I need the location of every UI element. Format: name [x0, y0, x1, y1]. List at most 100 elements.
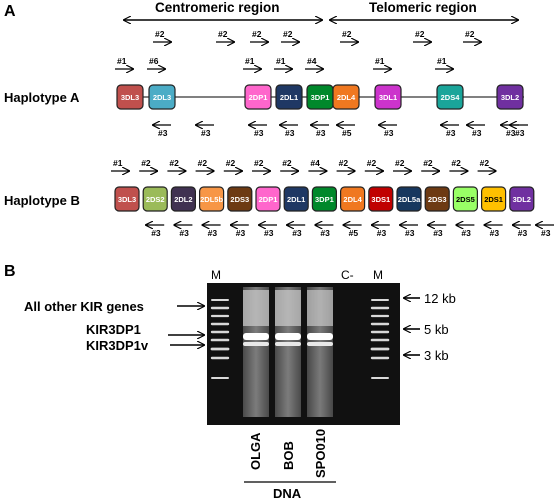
haplotype-b-rev-primer: #3: [513, 225, 531, 238]
svg-text:#3: #3: [446, 128, 456, 138]
svg-text:2DL1: 2DL1: [280, 93, 298, 102]
haplotype-a-fwd-primer: #1: [373, 56, 391, 69]
haplotype-b-gene-2dl4: 2DL4: [340, 186, 366, 212]
haplotype-b-fwd-primer: #2: [195, 158, 214, 171]
svg-text:#2: #2: [282, 158, 292, 168]
band-label-kir3dp1v: KIR3DP1v: [86, 338, 149, 353]
haplotype-b-fwd-primer: #2: [336, 158, 355, 171]
haplotype-b-title: Haplotype B: [4, 193, 80, 208]
haplotype-a-gene-2ds4: 2DS4: [436, 84, 464, 110]
svg-text:2DL5b: 2DL5b: [200, 195, 223, 204]
haplotype-a-gene-2dp1: 2DP1: [244, 84, 272, 110]
panel-b-label: B: [4, 263, 16, 280]
svg-text:3DL3: 3DL3: [118, 195, 136, 204]
svg-text:#2: #2: [283, 29, 293, 39]
haplotype-a-extra-rev-primer: #3: [196, 125, 214, 138]
svg-text:#3: #3: [201, 128, 211, 138]
haplotype-b-gene-3dp1: 3DP1: [311, 186, 337, 212]
svg-text:3DL2: 3DL2: [513, 195, 531, 204]
haplotype-a-top-primer: #2: [153, 29, 171, 42]
svg-text:3DS1: 3DS1: [371, 195, 390, 204]
svg-text:#3: #3: [179, 228, 189, 238]
haplotype-b-gene-2ds3: 2DS3: [227, 186, 253, 212]
haplotype-b-fwd-primer: #2: [223, 158, 242, 171]
svg-text:3DP1: 3DP1: [315, 195, 334, 204]
haplotype-b-trailing-rev-primer: #3: [536, 225, 554, 238]
svg-text:2DP1: 2DP1: [259, 195, 278, 204]
haplotype-b-rev-primer: #3: [259, 225, 277, 238]
svg-text:#5: #5: [349, 228, 359, 238]
haplotype-b-gene-2dl2: 2DL2: [170, 186, 196, 212]
haplotype-b-gene-2dl5b: 2DL5b: [199, 186, 225, 212]
svg-text:#3: #3: [208, 228, 218, 238]
svg-text:#2: #2: [451, 158, 461, 168]
svg-text:#2: #2: [218, 29, 228, 39]
haplotype-a-fwd-primer: #1: [115, 56, 133, 69]
haplotype-a-top-primer: #2: [281, 29, 299, 42]
haplotype-a-title: Haplotype A: [4, 90, 80, 105]
svg-text:#2: #2: [339, 158, 349, 168]
svg-text:2DS3: 2DS3: [428, 195, 447, 204]
marker-ladder-left: [210, 299, 230, 379]
svg-text:#2: #2: [465, 29, 475, 39]
haplotype-a-gene-2dl3: 2DL3: [148, 84, 176, 110]
svg-text:#3: #3: [316, 128, 326, 138]
haplotype-a-rev-primer: #3: [311, 125, 329, 138]
svg-text:#2: #2: [169, 158, 179, 168]
svg-text:#6: #6: [149, 56, 159, 66]
haplotype-a-fwd-primer: #1: [274, 56, 292, 69]
svg-text:#2: #2: [367, 158, 377, 168]
svg-text:3DL1: 3DL1: [379, 93, 397, 102]
svg-text:#2: #2: [226, 158, 236, 168]
svg-text:2DS1: 2DS1: [484, 195, 503, 204]
haplotype-a-top-primer: #2: [413, 29, 431, 42]
haplotype-b-fwd-primer: #1: [111, 158, 129, 171]
haplotype-b-gene-3ds1: 3DS1: [368, 186, 394, 212]
haplotype-b-fwd-primer: #2: [421, 158, 439, 171]
haplotype-a-rev-primer: #3: [153, 125, 171, 138]
haplotype-b-gene-2ds1: 2DS1: [481, 186, 507, 212]
haplotype-b-gene-3dl2: 3DL2: [509, 186, 535, 212]
svg-text:#1: #1: [437, 56, 447, 66]
svg-text:#2: #2: [198, 158, 208, 168]
svg-text:#3: #3: [384, 128, 394, 138]
svg-text:#2: #2: [155, 29, 165, 39]
haplotype-b-rev-primer: #3: [174, 225, 193, 238]
svg-text:2DS4: 2DS4: [441, 93, 461, 102]
haplotype-b-fwd-primer: #2: [252, 158, 270, 171]
svg-text:#3: #3: [236, 228, 246, 238]
size-label-12kb: 12 kb: [424, 291, 456, 306]
sample-label-spo010: SPO010: [313, 429, 328, 478]
haplotype-b-gene-3dl3: 3DL3: [114, 186, 140, 212]
haplotype-b-fwd-primer: #2: [477, 158, 496, 171]
svg-text:2DS2: 2DS2: [146, 195, 165, 204]
size-label-5kb: 5 kb: [424, 322, 449, 337]
haplotype-a-gene-3dp1: 3DP1: [306, 84, 334, 110]
svg-text:#2: #2: [141, 158, 151, 168]
haplotype-b-rev-primer: #3: [203, 225, 221, 238]
sample-label-bob: BOB: [281, 441, 296, 470]
svg-text:2DL1: 2DL1: [287, 195, 305, 204]
haplotype-b-rev-primer: #3: [485, 225, 503, 238]
telomeric-region-label: Telomeric region: [369, 0, 477, 15]
svg-text:#2: #2: [423, 158, 433, 168]
haplotype-b-rev-primer: #3: [428, 225, 447, 238]
marker-ladder-right: [370, 299, 390, 379]
haplotype-b-gene-2ds2: 2DS2: [142, 186, 168, 212]
svg-text:#1: #1: [245, 56, 255, 66]
svg-text:3DP1: 3DP1: [311, 93, 330, 102]
haplotype-b-gene-2ds5: 2DS5: [452, 186, 478, 212]
band-label-all-other: All other KIR genes: [24, 299, 144, 314]
haplotype-b-fwd-primer: #4: [308, 158, 326, 171]
svg-text:3DL3: 3DL3: [121, 93, 139, 102]
svg-text:2DP1: 2DP1: [249, 93, 268, 102]
svg-text:#3: #3: [254, 128, 264, 138]
haplotype-b-gene-2dl1: 2DL1: [283, 186, 309, 212]
haplotype-a-gene-3dl3: 3DL3: [116, 84, 144, 110]
haplotype-a-top-primer: #2: [463, 29, 481, 42]
haplotype-b-rev-primer: #3: [456, 225, 475, 238]
sample-label-olga: OLGA: [248, 432, 263, 470]
haplotype-b-fwd-primer: #2: [167, 158, 185, 171]
svg-text:#3: #3: [405, 228, 415, 238]
svg-text:#2: #2: [415, 29, 425, 39]
